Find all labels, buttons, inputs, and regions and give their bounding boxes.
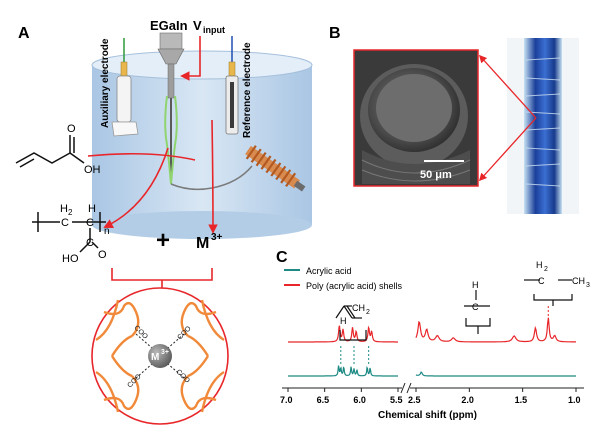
panel-a-letter: A	[18, 25, 30, 42]
acrylic-acid-structure	[15, 135, 85, 168]
annotation-ch: H C	[464, 280, 491, 334]
x-axis-ticks: 7.0 6.5 6.0 5.5 2.5 2.0 1.5 1.0	[280, 388, 581, 405]
metal-ion-label: M 3+	[196, 232, 223, 252]
svg-text:M: M	[196, 235, 209, 252]
x-axis-label: Chemical shift (ppm)	[378, 410, 477, 421]
svg-text:CH: CH	[572, 276, 585, 286]
reference-electrode-label: Reference electrode	[242, 42, 253, 138]
combine-bracket	[111, 268, 213, 281]
svg-text:3: 3	[586, 282, 590, 289]
legend-label-acrylic: Acrylic acid	[306, 266, 352, 276]
sem-link-bottom	[478, 117, 537, 182]
plus-sign: +	[156, 227, 170, 254]
coordination-complex: COO COO COO COO M 3+	[91, 287, 229, 425]
auxiliary-electrode-label: Auxiliary electrode	[100, 38, 111, 128]
svg-text:2: 2	[366, 309, 370, 316]
legend-label-paa: Poly (acrylic acid) shells	[306, 281, 403, 291]
acrylic-spectrum-segment-0	[288, 365, 398, 377]
beaker-bottom	[92, 211, 312, 239]
legend: Acrylic acid Poly (acrylic acid) shells	[284, 266, 403, 291]
scale-bar-label: 50 μm	[420, 169, 452, 181]
svg-text:HO: HO	[62, 253, 79, 265]
polymer-labels: H 2 H C C n C HO O	[60, 203, 110, 265]
panel-c-letter: C	[276, 249, 288, 266]
panel-b: B 50 μm	[329, 25, 579, 214]
electrochemical-cell	[91, 50, 313, 239]
svg-text:O: O	[98, 249, 107, 261]
coil-spring	[245, 145, 306, 192]
svg-text:C: C	[538, 276, 545, 286]
x-tick-label: 2.0	[461, 395, 474, 405]
egain-needle	[157, 32, 253, 191]
paa-spectrum-segment-0	[288, 325, 398, 343]
panel-b-letter: B	[329, 25, 341, 42]
polymer-chains	[95, 299, 225, 413]
x-tick-label: 2.5	[408, 395, 421, 405]
svg-text:V: V	[193, 18, 202, 33]
svg-text:C: C	[86, 237, 94, 249]
acid-into-cell-arrow	[87, 152, 196, 161]
svg-text:CH: CH	[352, 303, 365, 313]
svg-text:H: H	[536, 260, 543, 270]
sem-image: 50 μm	[353, 49, 479, 187]
auxiliary-electrode	[111, 38, 139, 137]
svg-text:M: M	[151, 352, 159, 363]
nmr-spectra	[288, 306, 576, 377]
x-tick-label: 1.0	[568, 395, 581, 405]
input-lead	[180, 36, 201, 81]
acrylic-spectrum-segment-1	[415, 371, 576, 377]
scale-bar-line	[424, 160, 464, 162]
svg-text:H: H	[88, 203, 96, 215]
sem-link-top	[478, 54, 537, 119]
svg-text:3+: 3+	[211, 232, 223, 243]
polyacrylic-acid-structure	[32, 212, 106, 253]
svg-text:3+: 3+	[161, 349, 169, 356]
svg-text:2: 2	[544, 266, 548, 273]
svg-text:C: C	[86, 217, 94, 229]
acrylic-o: O	[67, 123, 76, 135]
svg-text:C: C	[61, 217, 69, 229]
paa-spectrum-segment-1	[415, 317, 576, 343]
x-tick-label: 1.5	[515, 395, 528, 405]
svg-text:C: C	[472, 302, 479, 312]
tube-photo	[507, 38, 579, 214]
svg-text:2: 2	[68, 208, 73, 217]
to-polymer-arrow	[103, 147, 169, 228]
coordination-bonds	[135, 333, 185, 379]
beaker-top	[91, 50, 313, 80]
panel-c: C Acrylic acid Poly (acrylic acid) shell…	[276, 249, 590, 421]
annotation-ch2-ch3: H 2 C CH 3	[524, 260, 590, 306]
svg-text:H: H	[472, 280, 479, 290]
annotation-vinyl: H CH 2	[335, 303, 370, 341]
reference-electrode	[225, 36, 239, 135]
panel-a: A Auxiliary electrode Reference electrod…	[15, 18, 313, 425]
svg-text:n: n	[104, 226, 110, 237]
to-metal-arrow	[208, 119, 218, 234]
x-tick-label: 5.5	[390, 395, 403, 405]
svg-text:H: H	[340, 316, 347, 326]
acrylic-oh: OH	[84, 164, 101, 176]
x-axis	[282, 382, 584, 394]
metal-ion-sphere	[148, 344, 172, 368]
x-tick-label: 6.5	[317, 395, 330, 405]
egain-label: EGaIn	[150, 18, 188, 33]
x-tick-label: 7.0	[280, 395, 293, 405]
svg-text:H: H	[60, 203, 68, 215]
x-tick-label: 6.0	[353, 395, 366, 405]
svg-text:input: input	[203, 25, 225, 35]
v-input-label: V input	[193, 18, 225, 35]
